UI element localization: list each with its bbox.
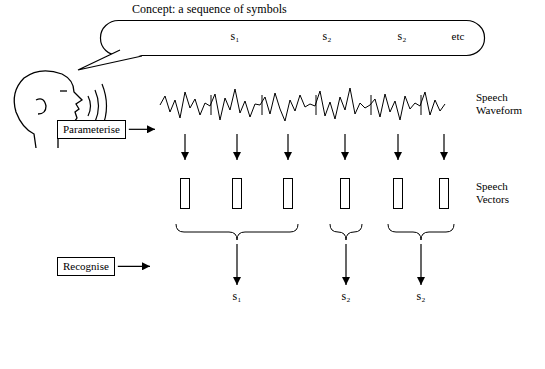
process-box: Parameterise	[57, 120, 126, 139]
parameterise-arrow	[129, 129, 155, 130]
box-label: Parameterise	[63, 123, 120, 136]
process-box: Recognise	[57, 257, 115, 276]
output-symbol: s₂	[417, 289, 426, 303]
speech-waveform	[160, 88, 445, 121]
concept-heading: Concept: a sequence of symbols	[132, 3, 287, 17]
frame-arrows	[185, 134, 444, 160]
symbol-arrows	[237, 244, 421, 285]
axis-label: Speech Waveform	[476, 91, 532, 117]
symbol: s₁	[231, 30, 240, 44]
symbol: s₂	[398, 30, 407, 44]
speech-bubble: Concept: a sequence of symbols s₁ s₂ s₂ etc	[100, 0, 485, 58]
symbol: s₂	[323, 30, 332, 44]
output-symbol: s₂	[342, 289, 351, 303]
grouping-braces	[176, 224, 454, 240]
box-label: Recognise	[63, 260, 109, 273]
frame-ticks	[211, 95, 421, 115]
recognise-arrow	[118, 266, 150, 267]
axis-label: Speech Vectors	[476, 180, 532, 206]
speech-vectors	[181, 179, 449, 209]
symbol-etc: etc	[452, 30, 465, 43]
output-symbol: s₁	[233, 289, 242, 303]
